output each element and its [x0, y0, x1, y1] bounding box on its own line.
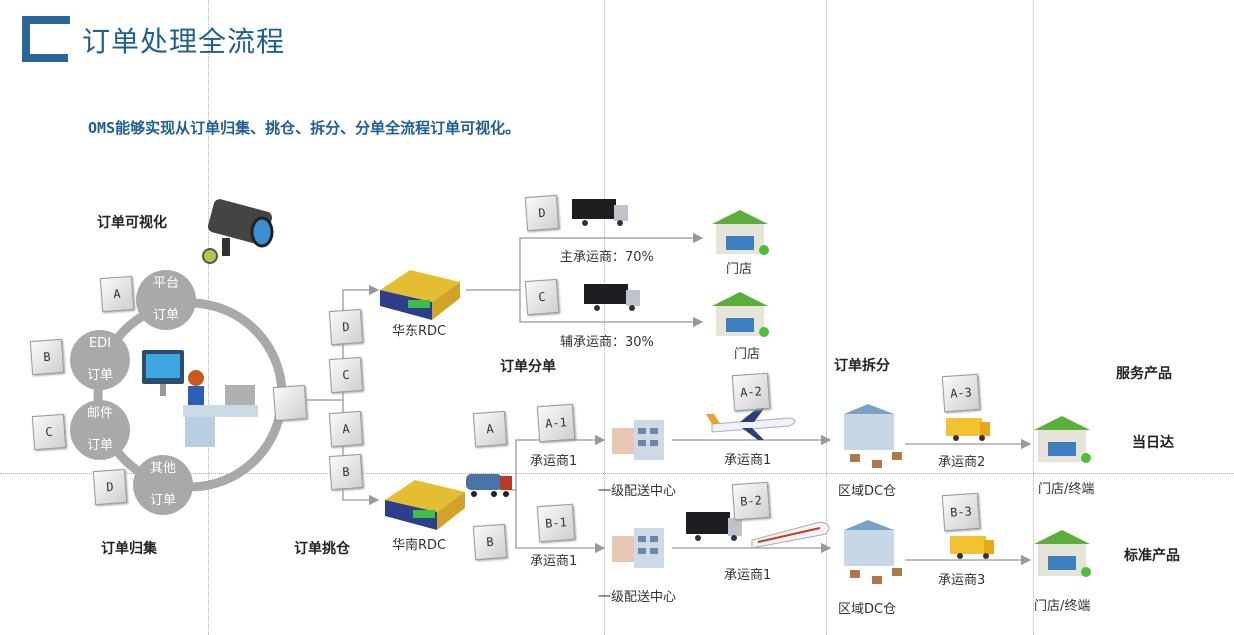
order-doc [272, 384, 308, 422]
order-doc: A-2 [731, 372, 771, 412]
distribution-center-icon [612, 528, 664, 568]
node-label: 一级配送中心 [598, 590, 677, 605]
guide-line [208, 0, 209, 635]
distribution-center-icon [612, 420, 664, 460]
order-doc: A [472, 410, 508, 448]
store-icon [712, 210, 769, 255]
order-doc: A [99, 275, 135, 313]
warehouse-icon [385, 480, 465, 530]
stage-label: 订单拆分 [834, 358, 890, 374]
stage-label: 订单归集 [101, 541, 157, 557]
node-label: 门店/终端 [1038, 482, 1095, 497]
node-label: 华东RDC [392, 324, 447, 339]
email-order-bubble: 邮件订单 [70, 400, 130, 460]
regional-dc-icon [844, 404, 902, 468]
order-doc: D [328, 308, 364, 346]
operator-icon [142, 350, 258, 447]
node-label: 门店 [726, 262, 753, 277]
stage-label: 订单可视化 [97, 215, 167, 231]
order-doc: A-3 [941, 373, 981, 413]
guide-line [826, 0, 827, 635]
order-doc: D [524, 194, 560, 232]
carrier-label: 承运商1 [724, 568, 772, 583]
node-label: 门店/终端 [1034, 599, 1091, 614]
train-icon [751, 521, 830, 549]
tanker-truck-icon [466, 474, 512, 497]
node-label: 华南RDC [392, 538, 447, 553]
order-doc: B-1 [536, 503, 576, 543]
carrier-label: 承运商3 [938, 573, 986, 588]
truck-icon [686, 512, 742, 541]
order-doc: B [29, 338, 65, 376]
order-doc: B-2 [731, 481, 771, 521]
order-doc: C [328, 356, 364, 394]
store-icon [712, 292, 769, 337]
node-label: 一级配送中心 [598, 484, 677, 499]
order-doc: C [31, 413, 67, 451]
carrier-label: 承运商1 [530, 454, 578, 469]
order-doc: D [92, 468, 128, 506]
carrier-label: 承运商1 [530, 554, 578, 569]
order-doc: A-1 [536, 403, 576, 443]
truck-icon [572, 199, 628, 226]
store-icon [1034, 416, 1091, 463]
camera-icon [202, 199, 274, 264]
carrier-label: 辅承运商：30% [560, 335, 654, 350]
stage-label: 订单分单 [500, 359, 556, 375]
truck-icon [584, 284, 640, 311]
airplane-icon [706, 406, 796, 440]
product-label: 标准产品 [1124, 548, 1180, 564]
node-label: 区域DC仓 [838, 484, 897, 499]
stage-label: 服务产品 [1116, 366, 1172, 382]
order-doc: B-3 [941, 492, 981, 532]
page-title: 订单处理全流程 [82, 25, 286, 58]
guide-line [0, 473, 1234, 474]
carrier-label: 承运商2 [938, 455, 986, 470]
delivery-van-icon [950, 536, 994, 559]
delivery-van-icon [946, 418, 990, 441]
stage-label: 订单挑仓 [294, 541, 350, 557]
other-order-bubble: 其他订单 [133, 455, 193, 515]
warehouse-icon [380, 270, 460, 320]
order-doc: B [328, 453, 364, 491]
guide-line [1033, 0, 1034, 635]
product-label: 当日达 [1132, 435, 1174, 451]
carrier-label: 承运商1 [724, 453, 772, 468]
brand-logo [22, 16, 70, 62]
node-label: 门店 [734, 347, 761, 362]
regional-dc-icon [844, 520, 902, 584]
carrier-label: 主承运商：70% [560, 250, 654, 265]
page-subtitle: OMS能够实现从订单归集、挑仓、拆分、分单全流程订单可视化。 [88, 119, 521, 137]
platform-order-bubble: 平台订单 [136, 270, 196, 330]
order-doc: C [524, 278, 560, 316]
order-doc: A [328, 410, 364, 448]
guide-line [604, 0, 605, 635]
store-icon [1034, 530, 1091, 577]
node-label: 区域DC仓 [838, 602, 897, 617]
order-doc: B [472, 523, 508, 561]
